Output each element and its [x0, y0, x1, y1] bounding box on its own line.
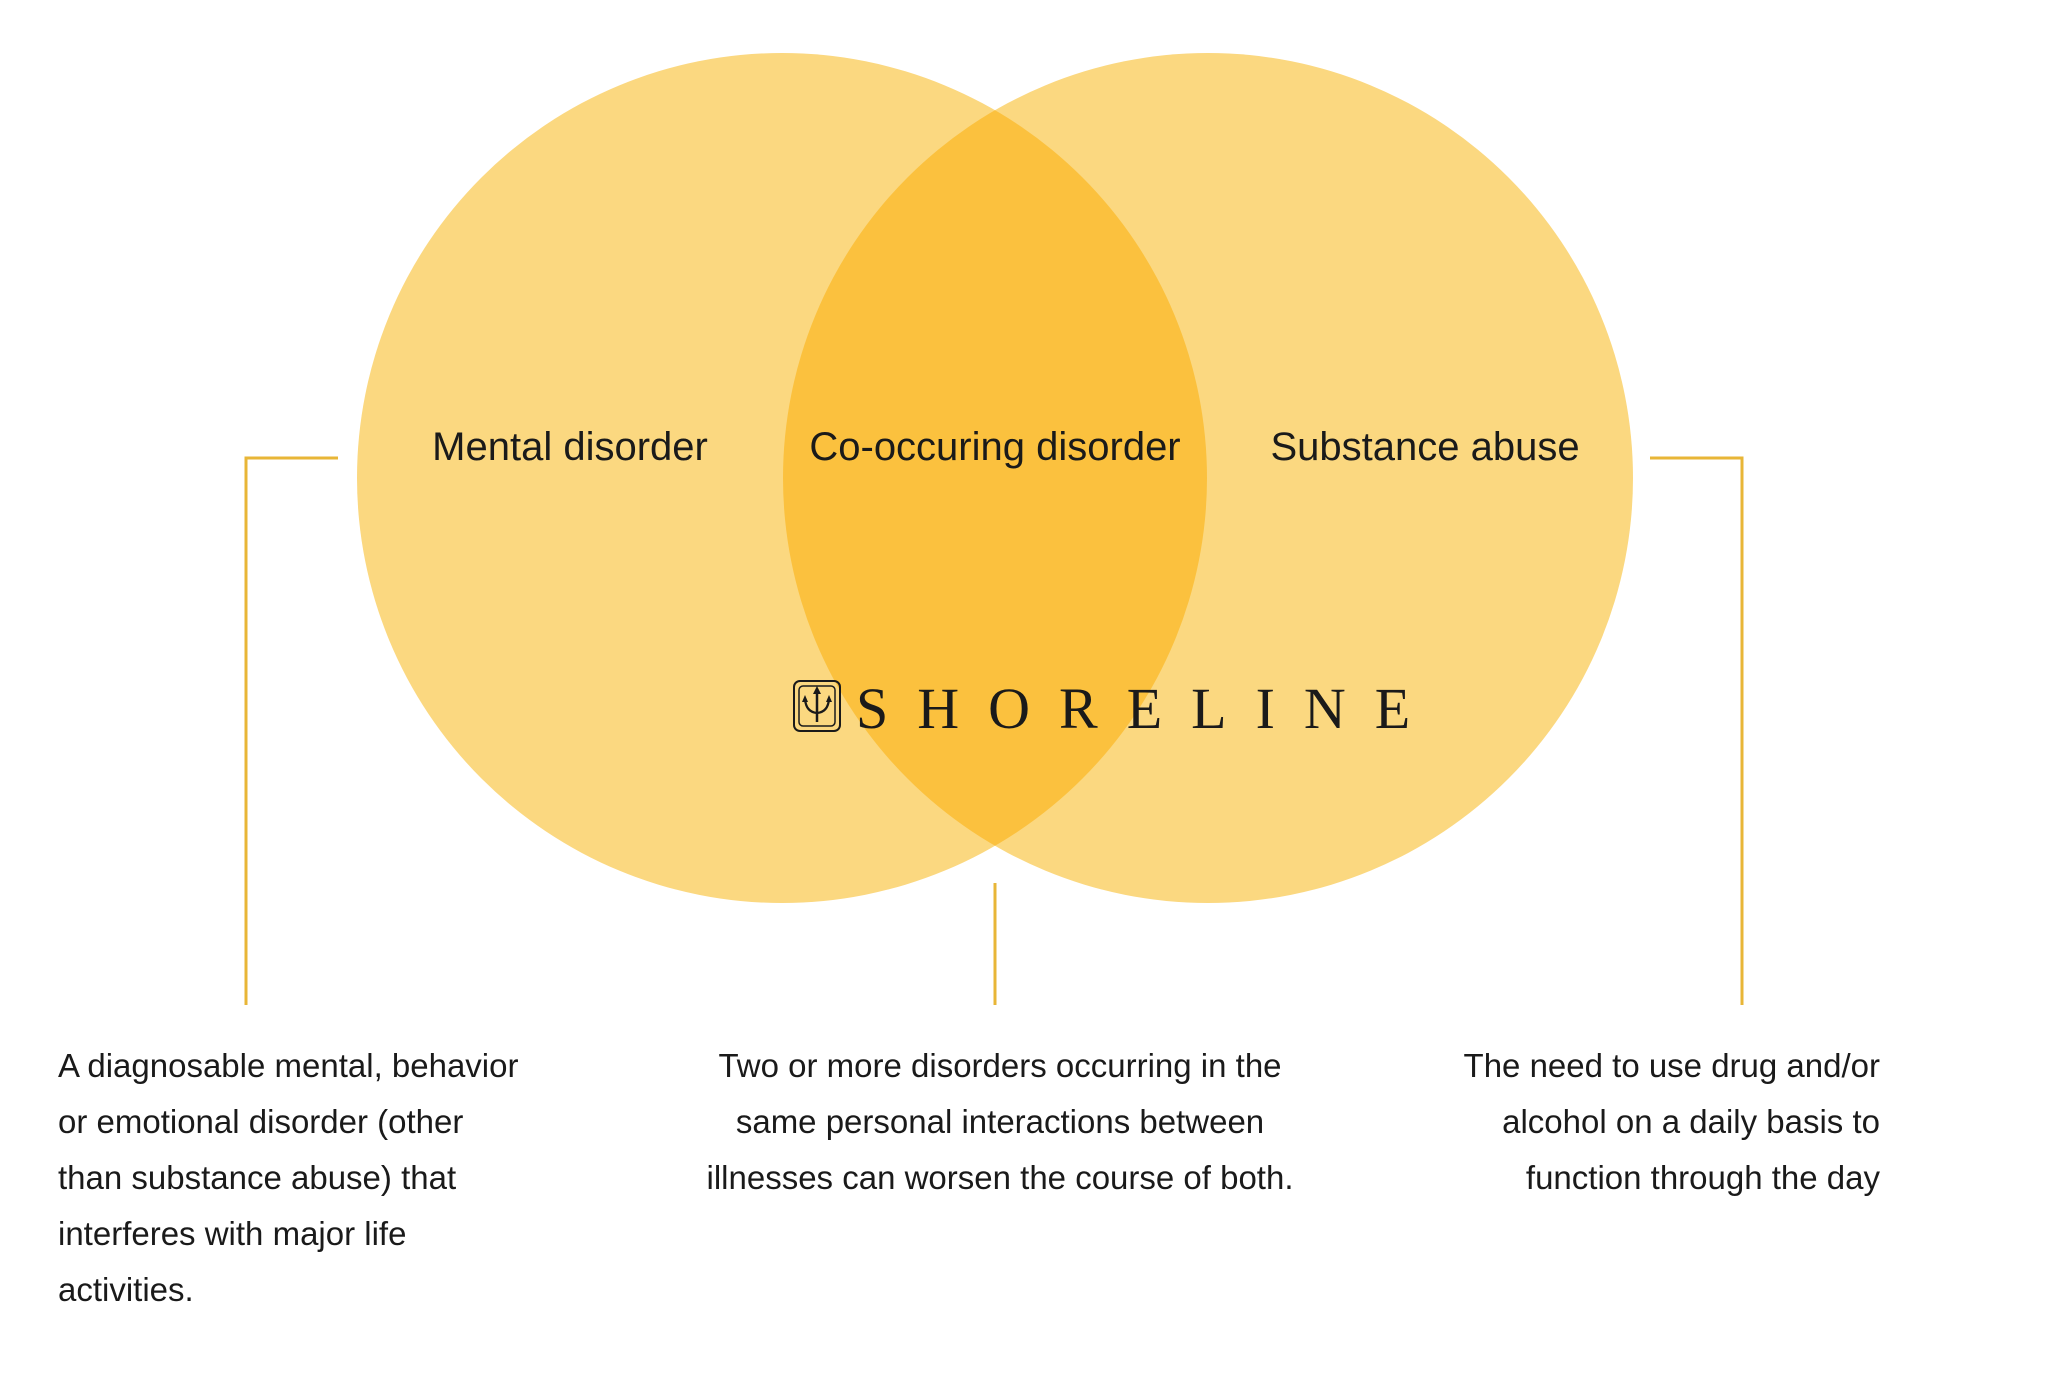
description-line: alcohol on a daily basis to: [1502, 1103, 1880, 1140]
mental-disorder-label: Mental disorder: [432, 425, 708, 469]
shoreline-logo: SHORELINE: [793, 676, 1439, 741]
description-line: activities.: [58, 1271, 194, 1308]
right-connector-line: [1650, 456, 1744, 1005]
description-line: A diagnosable mental, behavior: [58, 1047, 519, 1084]
co-occuring-disorder-description: Two or more disorders occurring in the s…: [700, 1038, 1300, 1206]
mental-disorder-description: A diagnosable mental, behavior or emotio…: [58, 1038, 519, 1318]
description-line: than substance abuse) that: [58, 1159, 457, 1196]
description-line: illnesses can worsen the course of both.: [706, 1159, 1294, 1196]
trident-emblem-icon: [793, 680, 841, 732]
substance-abuse-description: The need to use drug and/or alcohol on a…: [1460, 1038, 1880, 1206]
description-line: interferes with major life: [58, 1215, 407, 1252]
description-line: or emotional disorder (other: [58, 1103, 464, 1140]
co-occuring-disorder-label: Co-occuring disorder: [809, 425, 1180, 469]
substance-abuse-label: Substance abuse: [1270, 425, 1579, 469]
description-line: The need to use drug and/or: [1463, 1047, 1880, 1084]
description-line: same personal interactions between: [735, 1103, 1265, 1140]
co-occuring-overlap-region: [783, 53, 1207, 903]
description-line: Two or more disorders occurring in the: [718, 1047, 1282, 1084]
left-connector-line: [244, 456, 338, 1005]
description-line: function through the day: [1525, 1159, 1880, 1196]
shoreline-logo-text: SHORELINE: [856, 676, 1439, 741]
